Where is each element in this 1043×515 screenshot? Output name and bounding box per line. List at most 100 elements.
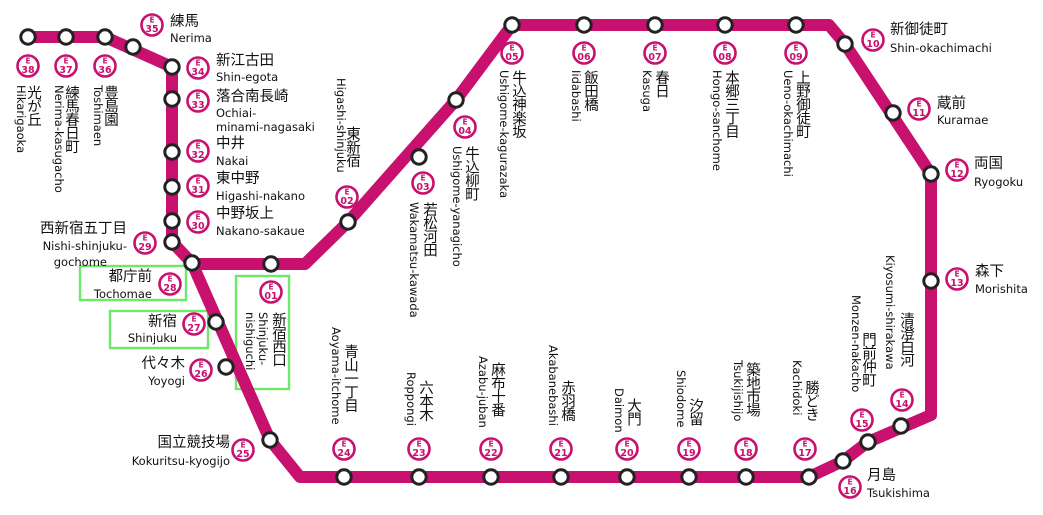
station-dot [892,417,910,435]
station-code-badge-ring [189,358,213,382]
station-name-romaji: Nakai [216,154,248,168]
station-code-number: 06 [577,52,591,63]
station-code-badge-ring [643,41,667,65]
station-code-badge-ring [93,54,117,78]
station-name-ja: 西新宿五丁目 [40,220,127,237]
station-name-ja: 六本木 [417,380,433,422]
station-code-number: 24 [337,448,351,459]
station-code-badge: E16 [838,475,862,499]
station-dot [96,28,114,46]
station-code-badge: E04 [453,115,477,139]
station-dot [163,212,181,230]
station-code-number: 36 [98,65,112,76]
station-code-badge: E02 [335,185,359,209]
station-name-romaji: Nerima-kasugacho [52,85,66,193]
station-name-ja: 牛込神楽坂 [510,70,526,139]
station-code-badge-ring [907,97,931,121]
station-code-badge: E15 [850,408,874,432]
station-name-ja: 新宿西口 [270,312,286,368]
station-dot [859,433,877,451]
station-dot [57,28,75,46]
station-code-badge: E35 [140,13,164,37]
station-code-badge: E22 [479,437,503,461]
station-code-badge-ring [793,437,817,461]
station-code-number: 15 [855,419,868,430]
station-code-badge: E31 [186,174,210,198]
badge-layer: E14E15E17E18E19E20E21E22E23E24E36E37E38E… [16,13,969,499]
station-code-letter: E [802,440,807,449]
station-name-ja: 本郷三丁目 [723,70,739,139]
station-name-ja: 汐留 [687,398,703,427]
station-dot [737,468,755,486]
station-code-badge-ring [677,437,701,461]
station-code-letter: E [859,411,864,420]
station-code-letter: E [581,44,586,53]
station-code-letter: E [149,16,154,25]
station-code-number: 11 [912,108,925,119]
station-code-letter: E [793,44,798,53]
station-code-badge: E11 [907,97,931,121]
station-code-letter: E [167,275,172,284]
station-code-number: 07 [648,52,661,63]
station-code-number: 21 [554,448,567,459]
station-name-ja: 新御徒町 [890,21,948,38]
station-name-ja: 両国 [974,156,1003,172]
station-code-badge: E14 [890,388,914,412]
station-name-ja: 築地市場 [744,361,760,418]
station-code-badge-ring [572,41,596,65]
station-code-badge-ring [549,437,573,461]
station-name-romaji: gochome [54,255,107,269]
station-name-ja: 麻布十番 [489,362,505,418]
station-dot [482,468,500,486]
station-name-romaji: Kokuritsu-kyogijo [132,454,230,468]
station-code-badge-ring [453,115,477,139]
station-name-ja: 勝どき [803,380,819,422]
station-name-romaji: Higashi-shinjuku [334,78,348,173]
station-code-letter: E [195,142,200,151]
station-dot [163,178,181,196]
highlight-box [108,309,210,350]
station-code-number: 25 [236,449,249,460]
station-code-badge: E33 [186,89,210,113]
station-code-number: 10 [866,39,880,50]
station-code-badge-ring [186,56,210,80]
station-code-number: 14 [895,399,909,410]
station-code-badge: E10 [861,28,885,52]
station-code-badge: E07 [643,41,667,65]
station-dot [410,148,428,166]
station-name-ja: 上野御徒町 [794,70,810,139]
station-name-romaji: Kuramae [937,113,988,127]
station-code-badge-ring [838,475,862,499]
station-code-badge-ring [186,174,210,198]
station-name-romaji: Ueno-okachimachi [781,70,795,177]
station-code-badge-ring [259,280,283,304]
station-code-letter: E [195,92,200,101]
station-name-romaji: Aoyama-itchome [329,327,343,425]
station-code-badge: E24 [332,437,356,461]
station-code-letter: E [195,213,200,222]
station-code-badge-ring [500,41,524,65]
station-name-romaji: Iidabashi [569,70,583,122]
station-name-ja: 練馬 [170,13,199,30]
station-dot [410,468,428,486]
station-dot [922,165,940,183]
station-code-badge: E09 [784,41,808,65]
station-code-badge: E36 [93,54,117,78]
station-code-letter: E [488,440,493,449]
station-code-badge: E28 [158,272,182,296]
station-code-badge: E25 [231,438,255,462]
station-code-number: 16 [843,486,857,497]
station-code-badge-ring [186,89,210,113]
station-dot [163,58,181,76]
station-dot [19,28,37,46]
station-code-badge-ring [186,210,210,234]
station-code-badge: E21 [549,437,573,461]
station-code-letter: E [954,161,959,170]
station-code-letter: E [63,57,68,66]
station-code-badge-ring [479,437,503,461]
station-name-romaji: Azabu-juban [476,356,490,428]
station-code-badge: E38 [16,54,40,78]
station-code-number: 30 [191,221,205,232]
station-name-romaji: Kiyosumi-shirakawa [883,255,897,370]
